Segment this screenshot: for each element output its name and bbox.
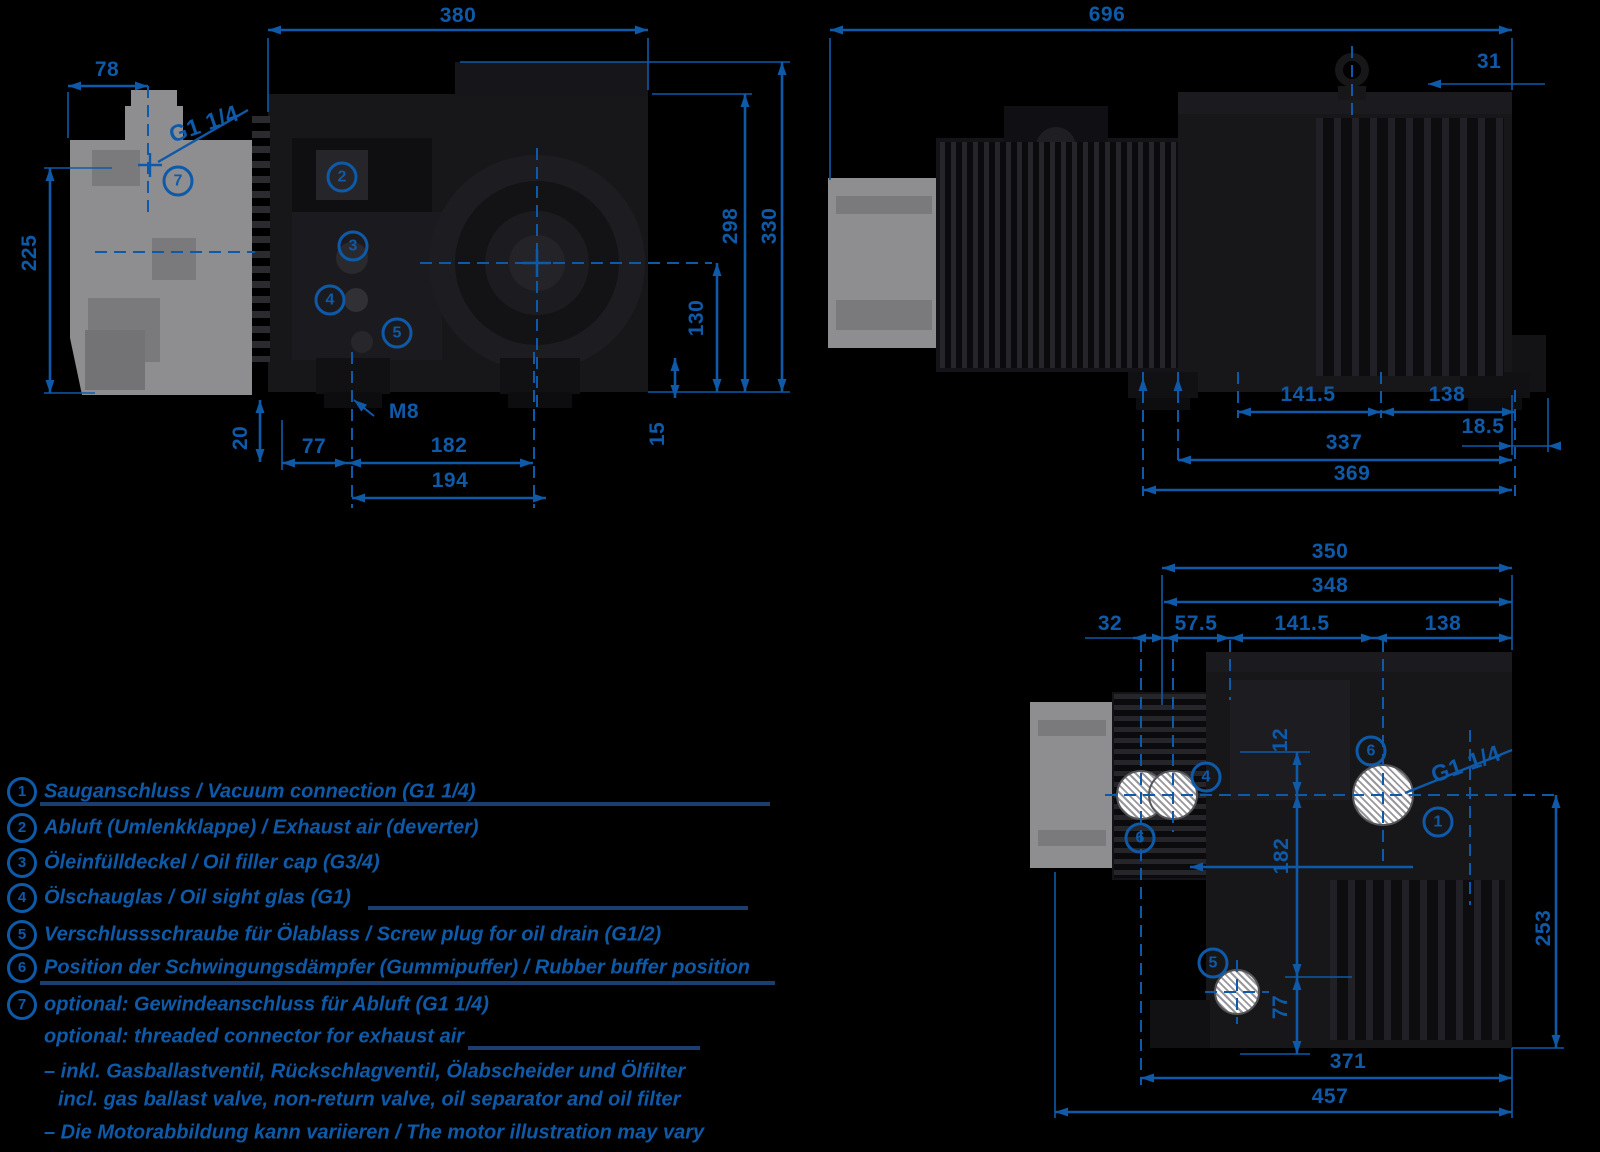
dim-31: 31: [1476, 50, 1502, 73]
legend-rule-6: [40, 981, 775, 985]
legend-item-2: Abluft (Umlenkklappe) / Exhaust air (dev…: [44, 816, 479, 839]
legend-item-motor-note: – Die Motorabbildung kann variieren / Th…: [44, 1121, 705, 1144]
legend-num-6: 6: [7, 953, 37, 983]
legend-item-1: Sauganschluss / Vacuum connection (G1 1/…: [44, 780, 476, 803]
dim-380: 380: [439, 4, 477, 27]
front-motor-fins: [252, 116, 270, 362]
dim-138-side: 138: [1428, 383, 1466, 406]
legend-rule-4: [368, 906, 748, 910]
legend-num-4: 4: [7, 883, 37, 913]
dim-696: 696: [1088, 3, 1126, 26]
marker-top-pair-left: 6: [1124, 822, 1156, 854]
legend-item-incl-en: incl. gas ballast valve, non-return valv…: [58, 1088, 681, 1111]
marker-sight-glass: 4: [314, 284, 346, 316]
marker-optional-exhaust: 7: [162, 165, 194, 197]
dim-348: 348: [1311, 574, 1349, 597]
side-motor-fins: [940, 142, 1178, 368]
legend-rule-1: [40, 802, 770, 806]
marker-oil-filler: 3: [337, 230, 369, 262]
dim-141-5-top: 141.5: [1274, 612, 1330, 635]
marker-top-pair-right: 4: [1190, 761, 1222, 793]
dim-m8: M8: [388, 400, 420, 423]
dim-77: 77: [301, 435, 327, 458]
marker-exhaust: 2: [326, 161, 358, 193]
dim-78: 78: [94, 58, 120, 81]
dim-57-5: 57.5: [1174, 612, 1218, 635]
legend-item-7-en: optional: threaded connector for exhaust…: [44, 1025, 465, 1048]
legend-num-7: 7: [7, 990, 37, 1020]
legend-item-3: Öleinfülldeckel / Oil filler cap (G3/4): [44, 851, 380, 874]
legend-rule-8: [468, 1046, 700, 1050]
side-cooling-slots: [1316, 118, 1504, 376]
legend-num-5: 5: [7, 920, 37, 950]
legend-item-4: Ölschauglas / Oil sight glas (G1): [44, 886, 351, 909]
dim-194: 194: [431, 469, 469, 492]
dim-32: 32: [1097, 612, 1123, 635]
dim-182: 182: [430, 434, 468, 457]
marker-top-drain: 5: [1197, 947, 1229, 979]
legend-item-5: Verschlussschraube für Ölablass / Screw …: [44, 923, 662, 946]
legend-item-7: optional: Gewindeanschluss für Abluft (G…: [44, 993, 489, 1016]
dim-18-5: 18.5: [1461, 415, 1505, 438]
legend-item-6: Position der Schwingungsdämpfer (Gummipu…: [44, 956, 750, 979]
dim-337: 337: [1325, 431, 1363, 454]
legend-num-3: 3: [7, 848, 37, 878]
legend-num-2: 2: [7, 813, 37, 843]
dim-371: 371: [1329, 1050, 1367, 1073]
dim-141-5-side: 141.5: [1280, 383, 1336, 406]
dim-350: 350: [1311, 540, 1349, 563]
legend-num-1: 1: [7, 777, 37, 807]
marker-oil-drain: 5: [381, 317, 413, 349]
dim-138-top: 138: [1424, 612, 1462, 635]
marker-vacuum-connection: 1: [1422, 806, 1454, 838]
legend-item-incl-de: – inkl. Gasballastventil, Rückschlagvent…: [44, 1060, 686, 1083]
marker-buffer-a: 6: [1355, 735, 1387, 767]
top-cooling-slots: [1330, 880, 1505, 1040]
dim-457: 457: [1311, 1085, 1349, 1108]
dim-369: 369: [1333, 462, 1371, 485]
